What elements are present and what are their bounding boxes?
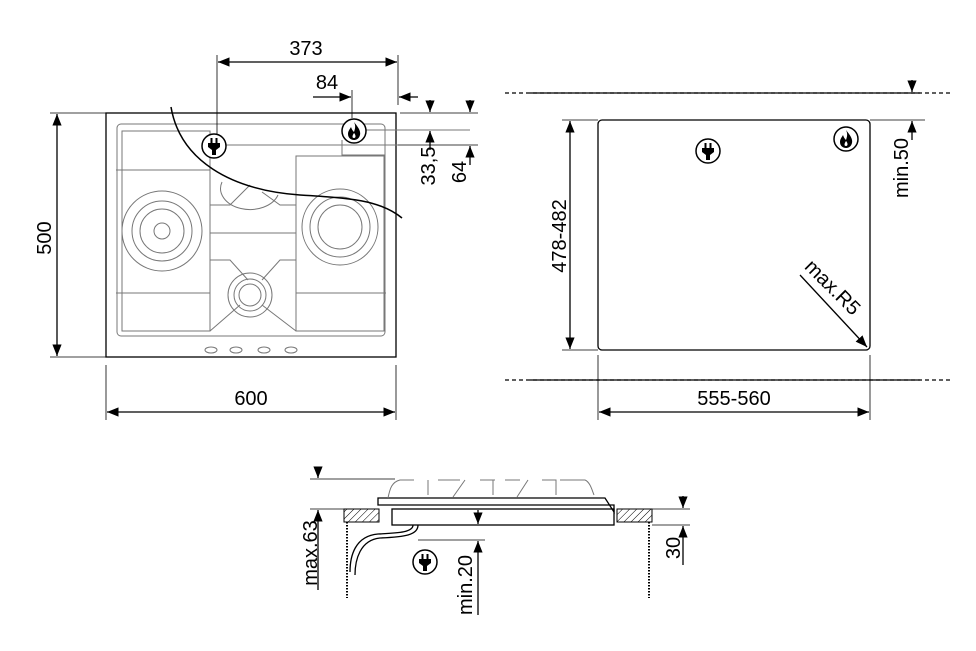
- gas-flame-icon: [833, 126, 859, 152]
- burners: [121, 181, 379, 318]
- plug-depth-dimension: 64: [449, 161, 471, 183]
- gas-depth-dimension: 33,5: [418, 147, 440, 186]
- min-clearance-dimension: min.20: [455, 555, 477, 615]
- plug-offset-dimension: 373: [289, 38, 322, 60]
- gas-cable: [354, 524, 419, 576]
- worktop-left: [343, 508, 380, 523]
- pan-support-side: [387, 479, 595, 499]
- hob-outline: [105, 112, 397, 358]
- worktop-right: [616, 508, 653, 523]
- rear-clearance-dimension: min.50: [891, 138, 913, 198]
- control-knobs: [204, 346, 298, 354]
- cutout-width-dimension: 555-560: [697, 388, 770, 410]
- pan-supports: [116, 130, 386, 332]
- cutout-depth-dimension: 478-482: [549, 199, 571, 272]
- cutout-view: 478-482 555-560 min.50 max.R5: [505, 80, 950, 420]
- max-height-dimension: max.63: [300, 520, 322, 586]
- plug-icon: [201, 133, 227, 159]
- hob-top-view: 500 600 373 84 33,5 64: [34, 38, 478, 420]
- width-dimension: 600: [234, 388, 267, 410]
- plug-icon: [695, 138, 721, 164]
- hob-inner-panel: [116, 123, 386, 337]
- gas-offset-dimension: 84: [316, 72, 338, 94]
- hob-base: [391, 508, 615, 526]
- gas-flame-icon: [341, 118, 367, 144]
- hob-body: [377, 497, 615, 515]
- cutout-outline: [597, 119, 871, 351]
- side-view: max.63 min.20 30: [300, 466, 690, 615]
- worktop-thickness-dimension: 30: [663, 537, 685, 559]
- cutaway-line: [170, 106, 403, 219]
- depth-dimension: 500: [34, 221, 56, 254]
- plug-icon: [412, 549, 438, 575]
